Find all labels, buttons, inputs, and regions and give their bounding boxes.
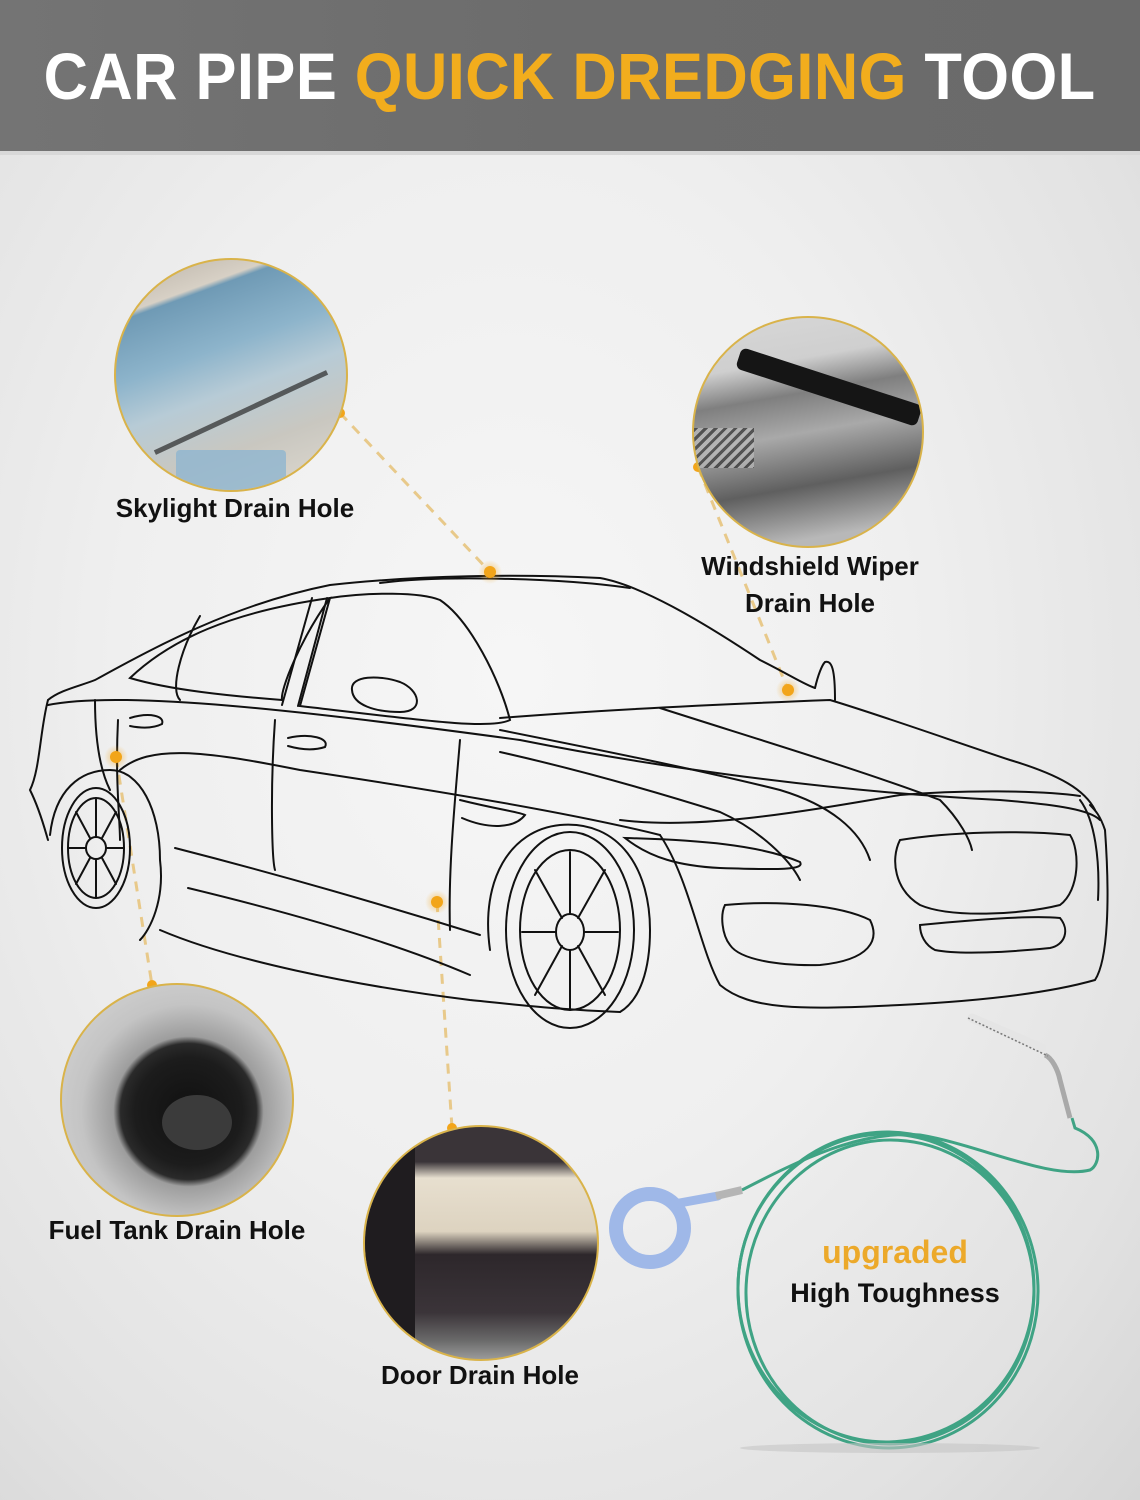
ring-handle [609, 1187, 691, 1269]
title-part-1: CAR PIPE [43, 38, 356, 113]
skylight-photo [114, 258, 348, 492]
skylight-label: Skylight Drain Hole [115, 493, 355, 523]
front-wheel-spokes [521, 851, 619, 1011]
drain-vent [694, 428, 754, 468]
header-divider [0, 151, 1140, 155]
door-label: Door Drain Hole [381, 1360, 579, 1390]
title-banner: CAR PIPE QUICK DREDGING TOOL [0, 0, 1140, 151]
high-toughness-text: High Toughness [790, 1278, 1000, 1308]
upgraded-badge: upgraded [822, 1234, 968, 1270]
windshield-label-line1: Windshield Wiper [701, 551, 919, 581]
leader-lines [114, 411, 790, 1129]
drain-hole-markers [104, 408, 800, 1133]
door-frame [365, 1127, 415, 1359]
rear-window [176, 450, 286, 490]
page-title: CAR PIPE QUICK DREDGING TOOL [44, 38, 1096, 114]
title-accent: QUICK DREDGING [355, 38, 908, 113]
car-outline [28, 574, 1109, 1029]
rear-wheel-spokes [67, 797, 125, 899]
sunroof-frame-line [153, 370, 329, 455]
fuel-cap [162, 1095, 232, 1150]
windshield-label-line2: Drain Hole [744, 588, 876, 618]
fuel-tank-label: Fuel Tank Drain Hole [48, 1215, 306, 1245]
brush-head [967, 1013, 1047, 1053]
wiper-blade [735, 347, 922, 427]
door-photo [363, 1125, 599, 1361]
fuel-tank-photo [60, 983, 294, 1217]
drain-cleaning-tool [609, 1013, 1100, 1453]
title-part-2: TOOL [907, 38, 1097, 113]
windshield-photo [692, 316, 924, 548]
